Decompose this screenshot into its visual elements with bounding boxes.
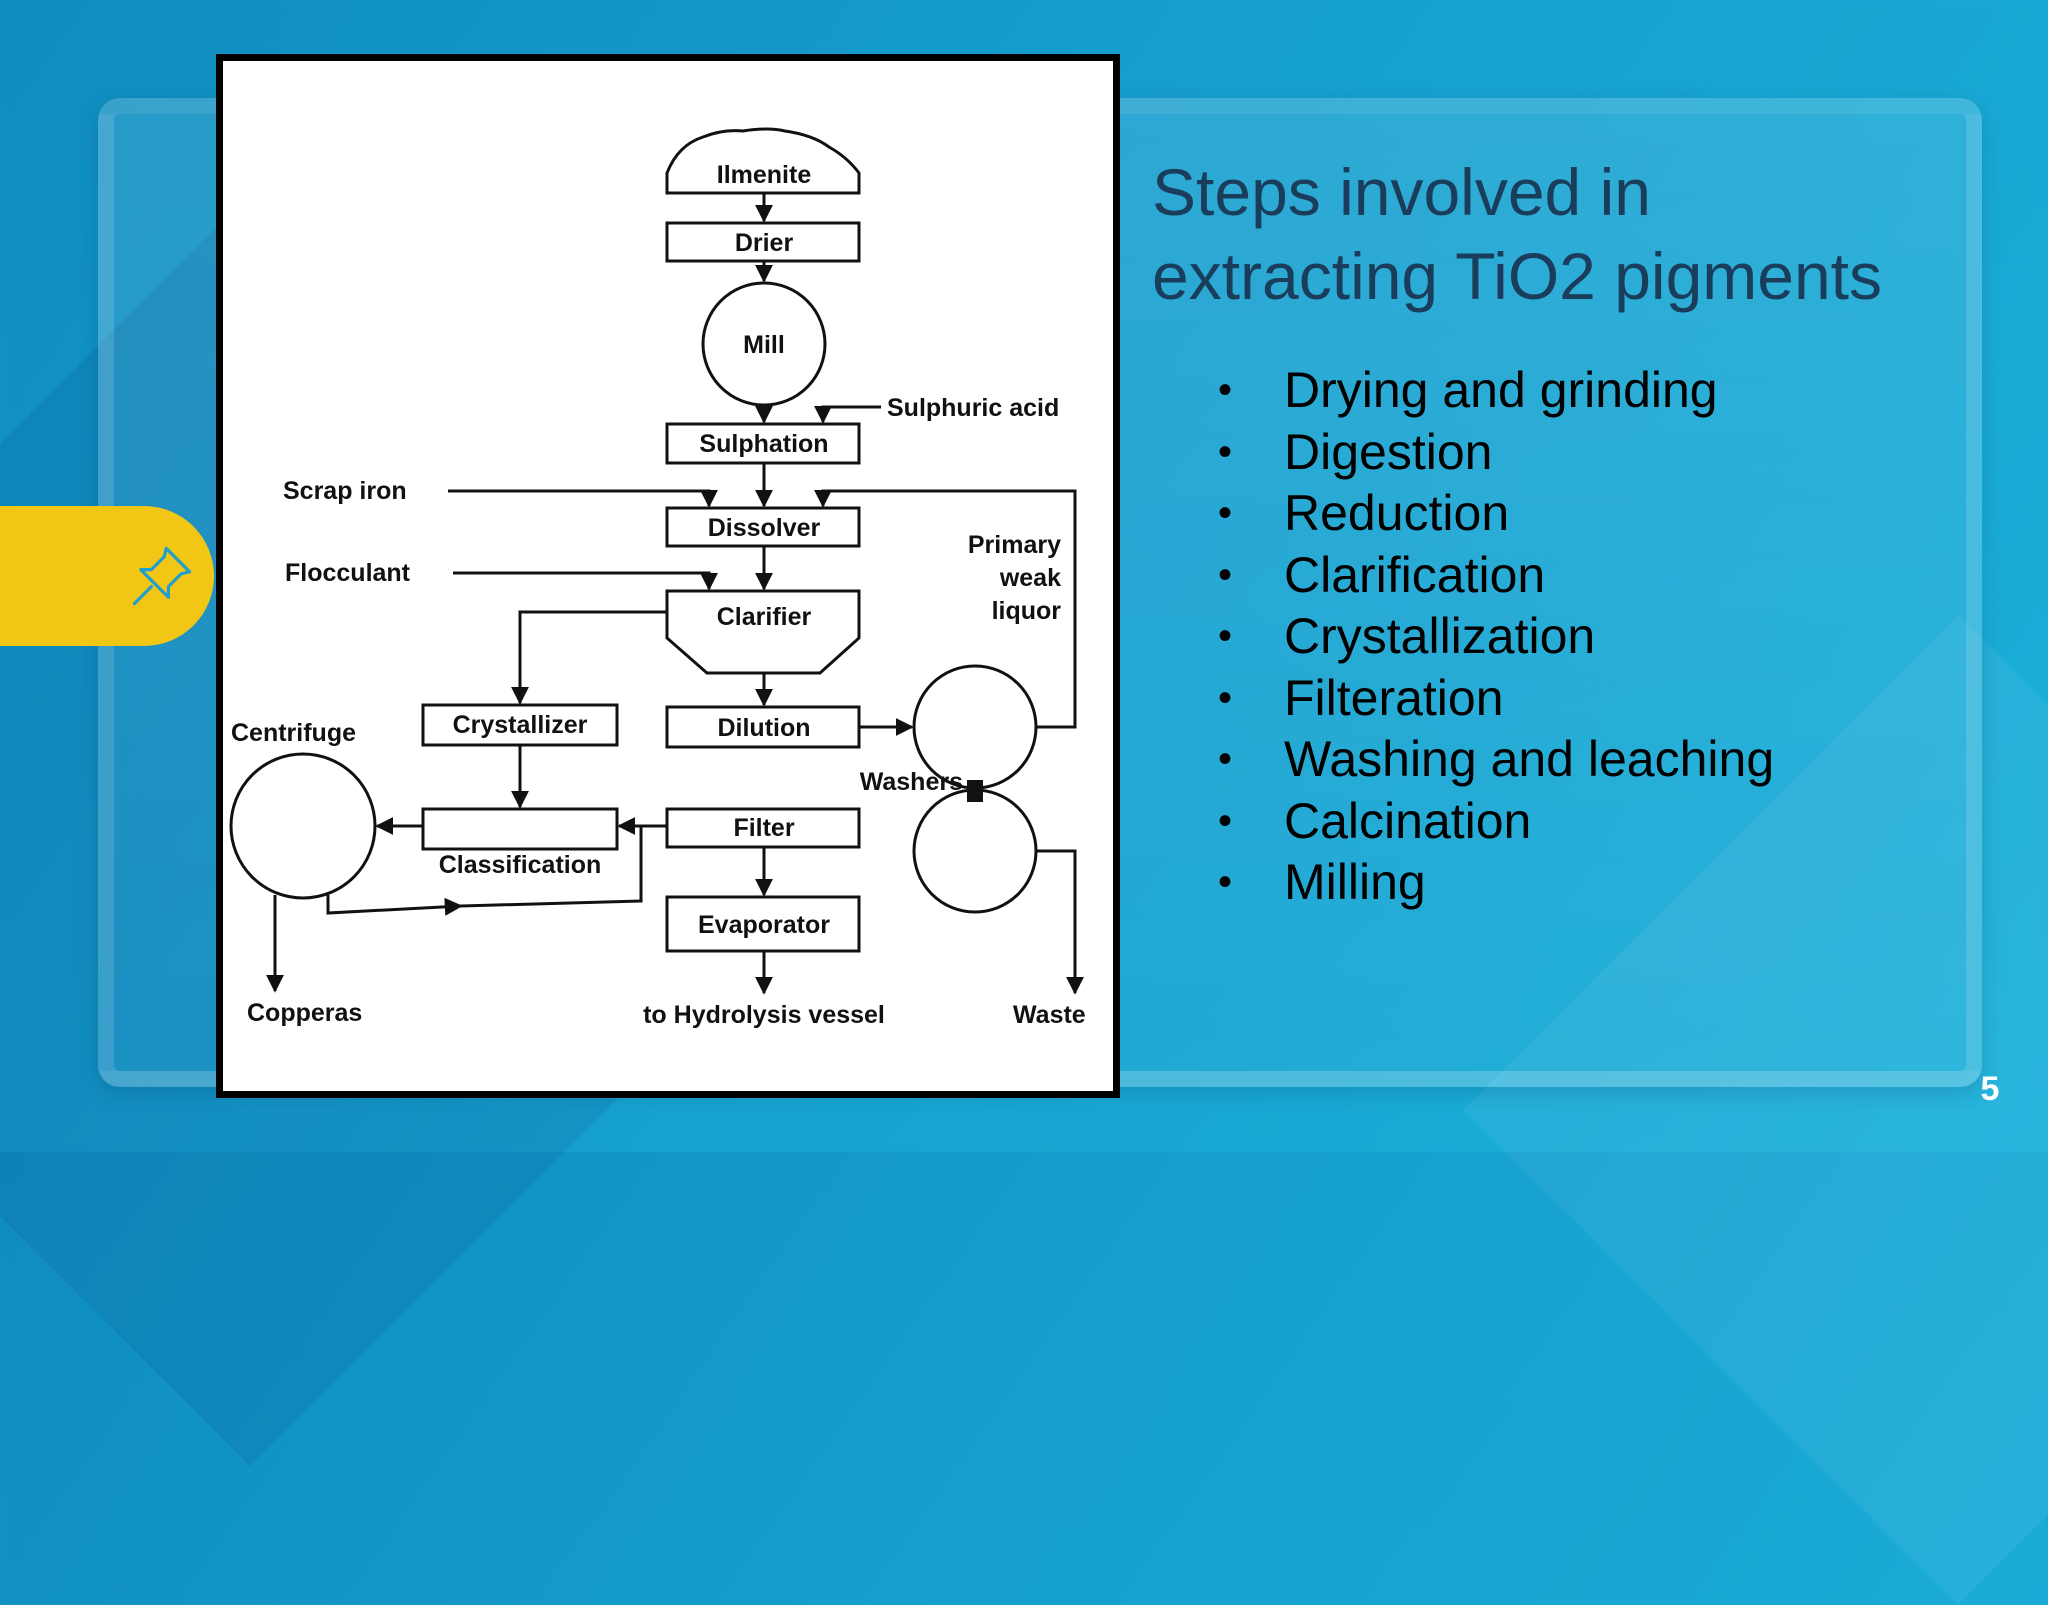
label-sulphation: Sulphation — [699, 430, 828, 458]
list-item: Filteration — [1218, 668, 1774, 730]
label-dissolver: Dissolver — [708, 514, 821, 542]
label-scrap-iron: Scrap iron — [283, 477, 407, 505]
label-evaporator: Evaporator — [698, 911, 830, 939]
label-waste: Waste — [1013, 1001, 1086, 1029]
slide-title-line: Steps involved in — [1152, 155, 1651, 229]
slide-title-line: extracting TiO2 pigments — [1152, 239, 1882, 313]
label-primary: Primary — [968, 531, 1061, 559]
slide-title: Steps involved in extracting TiO2 pigmen… — [1152, 150, 2012, 318]
label-drier: Drier — [735, 229, 794, 257]
label-washers: Washers — [860, 768, 963, 796]
list-item: Washing and leaching — [1218, 729, 1774, 791]
label-mill: Mill — [743, 331, 785, 359]
label-liquor: liquor — [992, 597, 1062, 625]
process-flow-diagram: Ilmenite Drier Mill Sulphuric acid Sulph… — [216, 54, 1120, 1098]
washer-link — [967, 780, 983, 802]
list-item: Reduction — [1218, 483, 1774, 545]
label-filter: Filter — [733, 814, 794, 842]
label-centrifuge: Centrifuge — [231, 719, 356, 747]
pushpin-icon — [132, 546, 192, 606]
label-copperas: Copperas — [247, 999, 362, 1027]
label-classification: Classification — [439, 851, 602, 879]
clarifier-shape — [665, 589, 861, 675]
list-item: Drying and grinding — [1218, 360, 1774, 422]
label-clarifier: Clarifier — [717, 603, 812, 631]
classification-box — [421, 807, 619, 851]
list-item: Clarification — [1218, 545, 1774, 607]
label-weak: weak — [999, 564, 1061, 592]
label-flocculant: Flocculant — [285, 559, 411, 587]
label-sulphuric-acid: Sulphuric acid — [887, 394, 1059, 422]
centrifuge-circle — [229, 752, 377, 900]
label-crystallizer: Crystallizer — [453, 711, 588, 739]
list-item: Calcination — [1218, 791, 1774, 853]
ilmenite-heap — [665, 127, 861, 195]
list-item: Digestion — [1218, 422, 1774, 484]
label-to-hydrolysis: to Hydrolysis vessel — [643, 1001, 885, 1029]
page-number: 5 — [1980, 1070, 2000, 1108]
steps-list: Drying and grinding Digestion Reduction … — [1218, 360, 1774, 914]
list-item: Milling — [1218, 852, 1774, 914]
label-ilmenite: Ilmenite — [717, 161, 812, 189]
washer-circle-bottom — [912, 788, 1038, 914]
list-item: Crystallization — [1218, 606, 1774, 668]
label-dilution: Dilution — [717, 714, 810, 742]
